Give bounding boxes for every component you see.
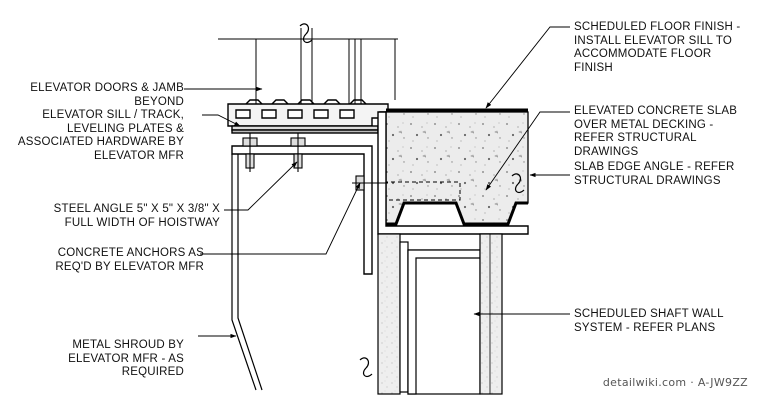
label-doors: ELEVATOR DOORS & JAMB BEYOND	[30, 82, 184, 108]
label-slab-edge: SLAB EDGE ANGLE - REFER STRUCTURAL DRAWI…	[574, 161, 735, 187]
concrete-slab	[385, 111, 529, 226]
break-lines	[359, 173, 525, 378]
label-sill: ELEVATOR SILL / TRACK, LEVELING PLATES &…	[17, 109, 184, 162]
label-angle: STEEL ANGLE 5" X 5" X 3/8" X FULL WIDTH …	[53, 203, 220, 229]
label-anchors: CONCRETE ANCHORS AS REQ'D BY ELEVATOR MF…	[55, 247, 204, 273]
label-shroud: METAL SHROUD BY ELEVATOR MFR - AS REQUIR…	[68, 339, 184, 378]
label-floor-finish: SCHEDULED FLOOR FINISH - INSTALL ELEVATO…	[574, 21, 741, 74]
watermark: detailwiki.com · A-JW9ZZ	[602, 376, 748, 389]
shaft-wall	[377, 233, 503, 395]
metal-shroud	[231, 154, 263, 391]
leaders	[184, 26, 570, 339]
elevator-sill	[227, 99, 389, 134]
label-slab: ELEVATED CONCRETE SLAB OVER METAL DECKIN…	[574, 105, 738, 158]
label-shaft-wall: SCHEDULED SHAFT WALL SYSTEM - REFER PLAN…	[574, 308, 724, 334]
door-jamb	[218, 23, 398, 104]
